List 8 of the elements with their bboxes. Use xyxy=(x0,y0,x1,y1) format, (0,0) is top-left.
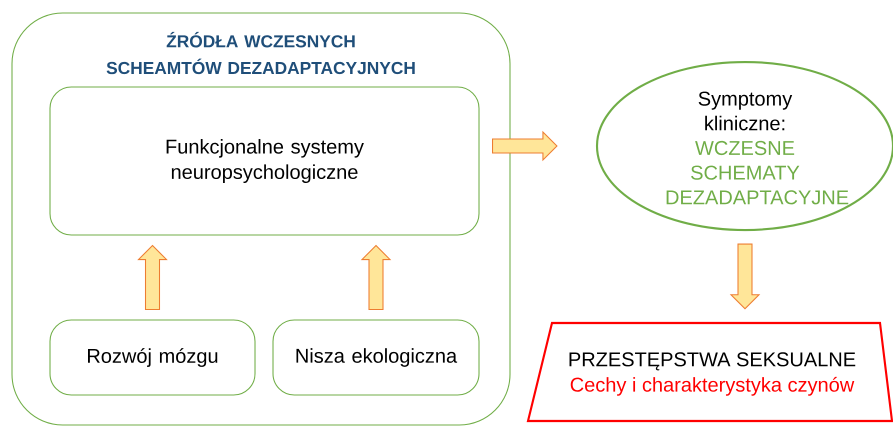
block-arrow xyxy=(360,244,392,310)
block-arrow xyxy=(730,244,760,310)
process-box: Funkcjonalne systemy neuropsychologiczne xyxy=(49,86,480,236)
block-arrow xyxy=(137,244,168,310)
process-box: Rozwój mózgu xyxy=(49,319,256,396)
block-arrow xyxy=(492,130,558,162)
crime-trapezoid: PRZESTĘPSTWA SEKSUALNE Cechy i charakterystyka czynów xyxy=(526,322,893,422)
process-box: Nisza ekologiczna xyxy=(272,319,480,396)
